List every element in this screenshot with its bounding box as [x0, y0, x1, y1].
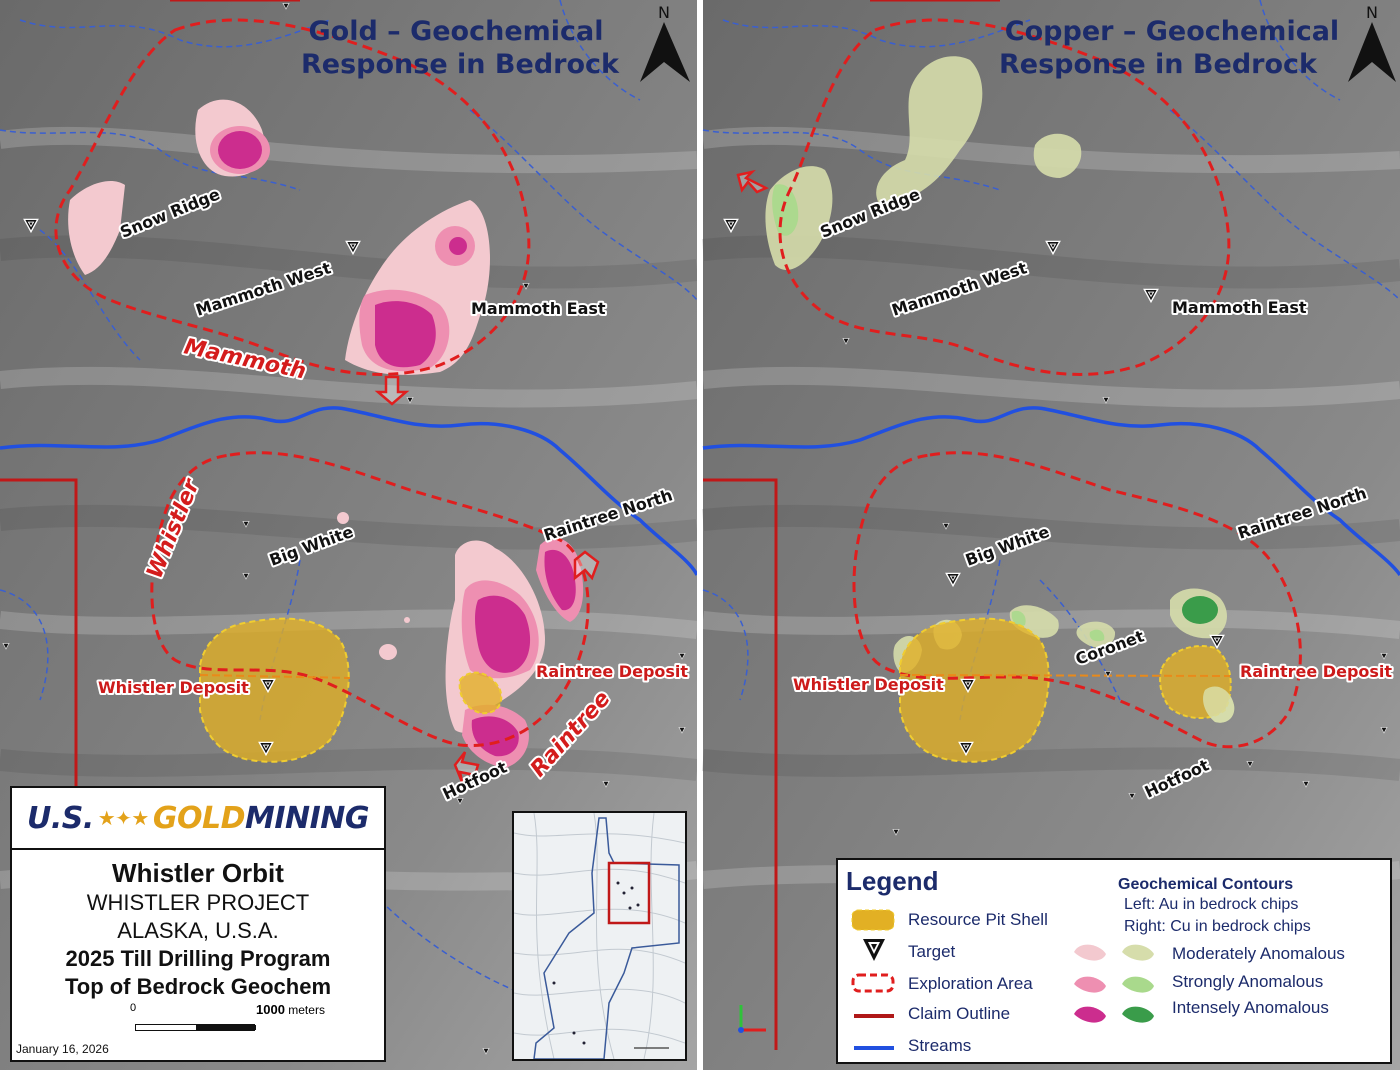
main-stream-right	[702, 406, 1400, 577]
legend-title: Legend	[846, 866, 939, 896]
logo-gold: GOLD	[152, 800, 246, 836]
label-mammoth-east: Mammoth East	[471, 299, 606, 318]
whistler-exploration-area	[150, 451, 590, 748]
contours-right-note: Right: Cu in bedrock chips	[1124, 918, 1311, 935]
left-title-line1: Gold – Geochemical	[308, 16, 603, 47]
right-title-line2: Response in Bedrock	[999, 49, 1318, 80]
logo-us: U.S.	[26, 800, 94, 836]
inset-map	[512, 811, 687, 1061]
label-raintree-deposit: Raintree Deposit	[536, 662, 688, 681]
scale-end: 1000	[256, 1002, 285, 1017]
whistler-pit-shell	[199, 617, 350, 763]
expansion-arrow-right	[736, 169, 769, 194]
contour-class-strong: Strongly Anomalous	[1172, 972, 1324, 991]
raintree-pit-shell	[458, 671, 503, 715]
scale-unit: meters	[288, 1003, 325, 1017]
scale-start: 0	[130, 1002, 137, 1014]
north-arrow-right: N	[1348, 3, 1396, 82]
claim-outline-right	[703, 478, 778, 1050]
whistler-exploration-area-right	[852, 451, 1302, 749]
legend-item-pit-shell: Resource Pit Shell	[908, 910, 1048, 929]
map-date: January 16, 2026	[16, 1042, 109, 1056]
panel-divider	[697, 0, 703, 1070]
project-title: WHISTLER PROJECT	[86, 890, 310, 915]
scale-bar-graphic	[135, 1024, 256, 1031]
north-arrow-icon-right	[1348, 22, 1396, 82]
project-location: ALASKA, U.S.A.	[117, 918, 279, 943]
subject-title: Top of Bedrock Geochem	[64, 974, 332, 999]
star-icon: ★✦★	[97, 806, 150, 830]
cu-anomalies-right	[765, 56, 1235, 723]
pit-shell-swatch	[851, 909, 895, 931]
label-whistler-deposit: Whistler Deposit	[98, 678, 249, 697]
claim-outline-left	[0, 478, 78, 790]
logo-mining: MINING	[245, 800, 370, 836]
expansion-arrows-left	[374, 375, 600, 783]
mammoth-exploration-area-right	[778, 18, 1231, 376]
north-label: N	[658, 3, 670, 22]
axis-gizmo	[738, 1005, 766, 1033]
mammoth-exploration-area	[54, 18, 531, 376]
inset-claim-outline	[533, 817, 680, 1059]
geochem-contours-title: Geochemical Contours	[1118, 876, 1294, 893]
whistler-pit-shell-right	[899, 617, 1050, 763]
scale-bar: 0 1000 meters	[130, 1002, 325, 1032]
contour-swatches	[1074, 944, 1154, 1023]
inset-extent-box	[607, 861, 651, 925]
north-label-right: N	[1366, 3, 1378, 22]
legend-item-exploration-area: Exploration Area	[908, 974, 1033, 993]
right-title-line1: Copper – Geochemical	[1005, 16, 1339, 47]
label-whistler-deposit-right: Whistler Deposit	[793, 675, 944, 694]
contour-class-moderate: Moderately Anomalous	[1172, 944, 1345, 963]
left-title-line2: Response in Bedrock	[301, 49, 620, 80]
label-mammoth-east-right: Mammoth East	[1172, 298, 1307, 317]
main-stream	[0, 406, 699, 576]
exploration-area-swatch	[851, 973, 895, 993]
contour-class-intense: Intensely Anomalous	[1172, 998, 1329, 1017]
target-icon	[863, 939, 885, 961]
north-arrow-left: N	[640, 3, 690, 82]
scale-end-group: 1000 meters	[256, 1002, 325, 1017]
claim-outline-swatch	[854, 1014, 894, 1018]
legend-item-streams: Streams	[908, 1036, 972, 1055]
left-map-panel: Gold – Geochemical Response in Bedrock N…	[0, 0, 699, 1070]
north-arrow-icon	[640, 22, 690, 82]
program-title: 2025 Till Drilling Program	[65, 946, 331, 971]
contours-left-note: Left: Au in bedrock chips	[1124, 896, 1299, 913]
label-raintree-deposit-right: Raintree Deposit	[1240, 662, 1392, 681]
legend: Legend Resource Pit Shell Target Explora…	[836, 858, 1392, 1064]
project-name: Whistler Orbit	[112, 858, 284, 888]
legend-item-target: Target	[908, 942, 956, 961]
legend-item-claim-outline: Claim Outline	[908, 1004, 1011, 1023]
streams-swatch	[854, 1046, 894, 1050]
